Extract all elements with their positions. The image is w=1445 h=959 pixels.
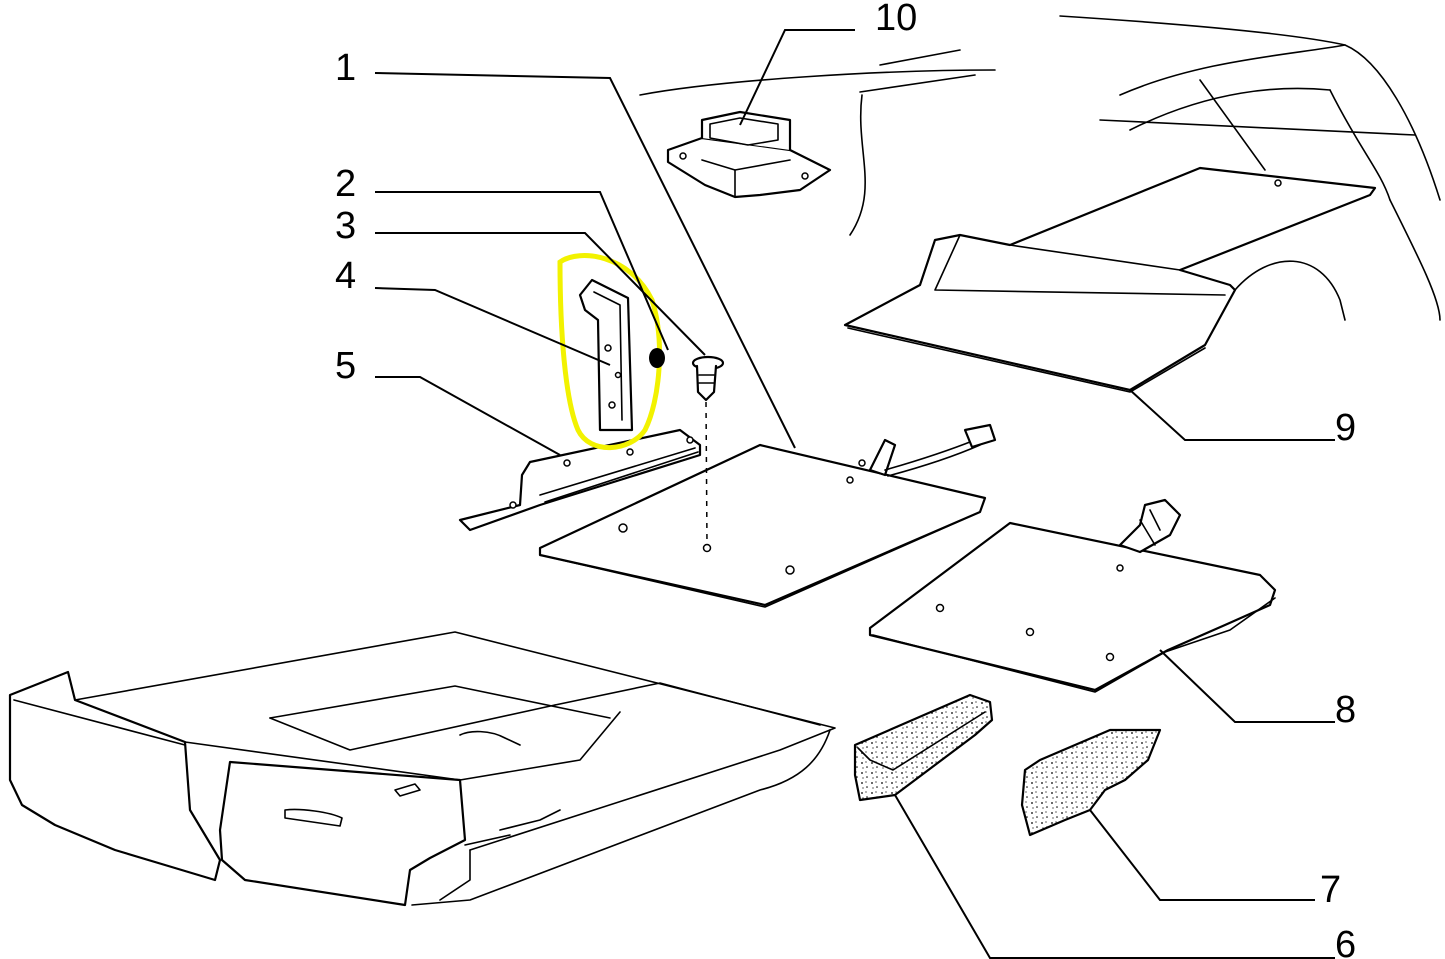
car-body-outline <box>639 15 1441 321</box>
callout-10: 10 <box>875 0 917 39</box>
part-3-push-clip <box>691 355 725 402</box>
leader-6 <box>894 794 1335 959</box>
callout-3: 3 <box>335 205 356 247</box>
callout-2: 2 <box>335 163 356 205</box>
leader-1 <box>374 72 796 449</box>
part-7-foam-wedge <box>1020 728 1162 837</box>
part-9-cargo-floor <box>843 166 1377 393</box>
rear-floor-pan <box>8 631 836 907</box>
callout-8: 8 <box>1335 689 1356 731</box>
callout-labels: 10 1 2 3 4 5 9 8 7 6 <box>335 0 1356 959</box>
leader-3 <box>375 232 706 356</box>
leader-4 <box>374 287 611 366</box>
part-1-floor-board <box>538 423 997 608</box>
leader-5 <box>375 376 561 456</box>
callout-6: 6 <box>1335 924 1356 959</box>
leader-7 <box>1089 809 1315 901</box>
callout-9: 9 <box>1335 407 1356 449</box>
callout-1: 1 <box>335 47 356 89</box>
leader-lines <box>374 29 1335 959</box>
assembly-dashline <box>705 401 708 546</box>
part-6-foam-block <box>853 693 994 802</box>
part-5-sill-strip <box>458 428 702 532</box>
leader-8 <box>1159 649 1335 723</box>
leader-10 <box>739 29 855 126</box>
part-10-bracket <box>666 110 832 199</box>
callout-5: 5 <box>335 345 356 387</box>
callout-4: 4 <box>335 255 356 297</box>
part-2-grommet <box>649 348 665 368</box>
callout-7: 7 <box>1320 869 1341 911</box>
highlight-outline <box>557 253 662 451</box>
leader-9 <box>1129 389 1335 441</box>
part-8-carpet-mat <box>868 498 1277 693</box>
part-4-side-trim <box>578 278 634 432</box>
leader-2 <box>375 191 669 351</box>
